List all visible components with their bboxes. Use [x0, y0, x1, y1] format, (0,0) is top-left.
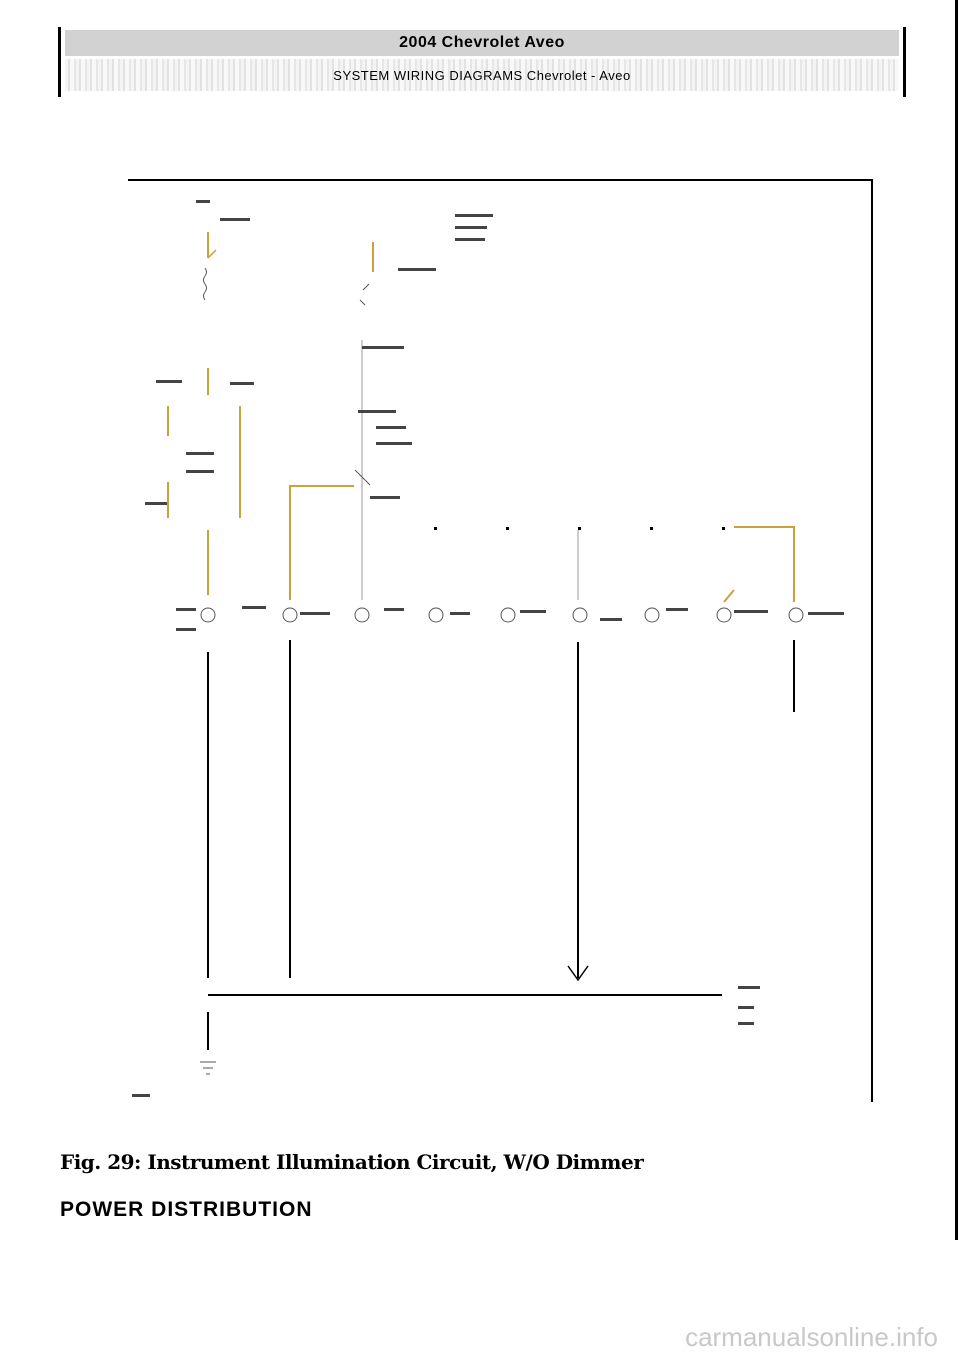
header-right-rule	[903, 27, 906, 97]
section-heading: POWER DISTRIBUTION	[60, 1198, 313, 1221]
diagram-marks	[132, 200, 844, 1097]
wiring-diagram	[128, 179, 873, 1102]
ground-bus	[207, 994, 722, 1050]
diagram-frame	[128, 179, 873, 1102]
page-edge-rule	[955, 0, 958, 1240]
fuse-feed-left	[203, 232, 217, 301]
header-title: 2004 Chevrolet Aveo	[65, 30, 899, 56]
branch-wire	[289, 485, 795, 603]
ground-arrow	[567, 965, 589, 982]
lamp-row	[200, 607, 804, 623]
document-header: 2004 Chevrolet Aveo SYSTEM WIRING DIAGRA…	[58, 27, 906, 97]
ground-symbol	[200, 1061, 216, 1075]
lamp-feeds	[361, 520, 579, 600]
watermark: carmanualsonline.info	[685, 1322, 938, 1352]
left-module	[167, 368, 241, 595]
ground-returns	[207, 640, 795, 978]
switch-column	[354, 242, 374, 520]
figure-caption: Fig. 29: Instrument Illumination Circuit…	[60, 1150, 644, 1174]
connector-dots	[434, 527, 725, 530]
header-left-rule	[58, 27, 61, 97]
header-subtitle: SYSTEM WIRING DIAGRAMS Chevrolet - Aveo	[65, 59, 899, 91]
